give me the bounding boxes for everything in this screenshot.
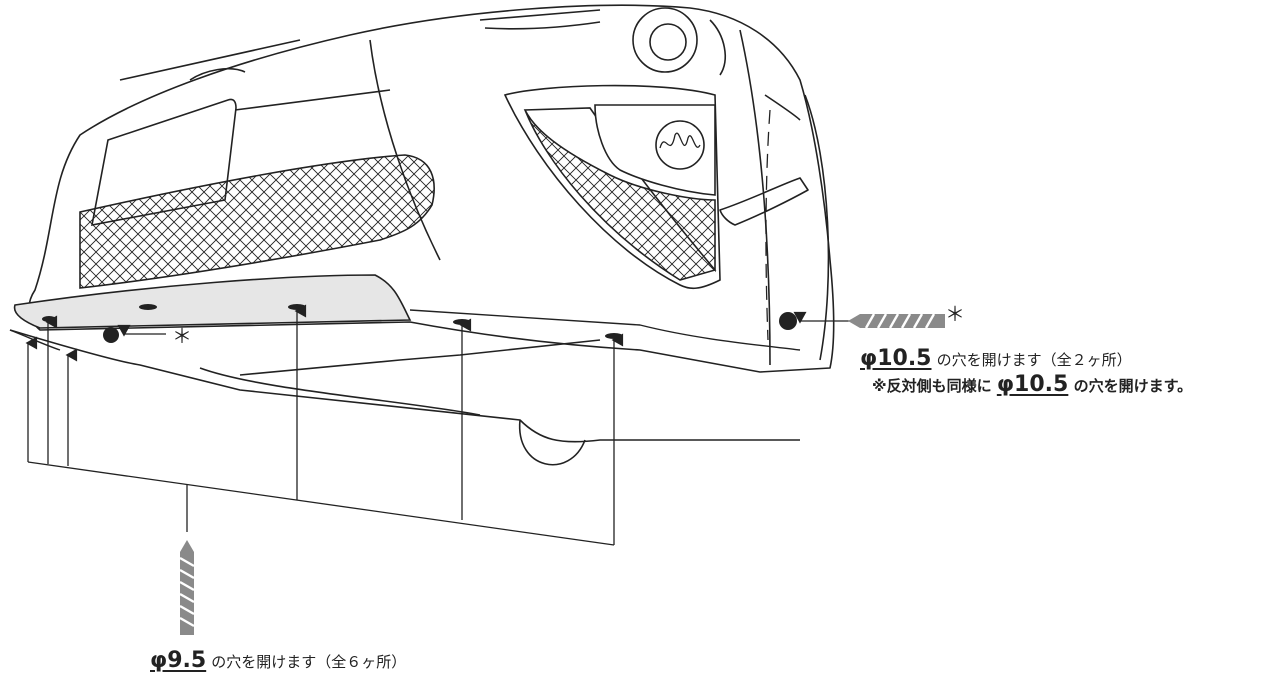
hole-marker: [288, 304, 306, 310]
side-intake-outline: [503, 84, 721, 290]
bottom-hole-annotation: φ9.5 の穴を開けます（全６ヶ所）: [150, 648, 406, 673]
bottom-hole-text: の穴を開けます（全６ヶ所）: [211, 653, 407, 671]
right-hole-diameter: φ10.5: [860, 346, 932, 371]
fog-lamp-icon: [655, 120, 705, 170]
bottom-hole-diameter: φ9.5: [150, 648, 207, 673]
opposite-side-note: ※反対側も同様に φ10.5 の穴を開けます。: [872, 372, 1192, 397]
note-diameter: φ10.5: [996, 372, 1069, 397]
hole-marker: [139, 304, 157, 310]
note-suffix: の穴を開けます。: [1073, 377, 1193, 395]
lip-chin-line: [9, 329, 61, 351]
note-prefix: ※反対側も同様に: [872, 377, 992, 395]
fog-lamp-wave-icon: [659, 132, 701, 149]
asterisk-left: ＊: [172, 324, 192, 348]
right-hole-annotation: φ10.5 の穴を開けます（全２ヶ所）: [860, 346, 1132, 371]
drill-bit-right-icon: [848, 313, 945, 329]
dashed-edge-line: [765, 109, 771, 341]
asterisk-right: ＊: [945, 302, 965, 326]
bumper-body: [9, 4, 835, 466]
drill-arrows: [25, 304, 624, 546]
hole-marker: [605, 333, 623, 339]
lower-grille-mesh: [79, 154, 435, 289]
lip-underside-line: [409, 309, 801, 351]
hole-marker: [42, 316, 56, 322]
front-lip-spoiler: [13, 274, 412, 329]
hole-dot-right: [779, 312, 797, 330]
hole-dot-left: [103, 327, 119, 343]
hole-marker: [453, 319, 471, 325]
right-hole-text: の穴を開けます（全２ヶ所）: [936, 351, 1132, 369]
drill-bit-bottom-icon: [179, 540, 195, 635]
